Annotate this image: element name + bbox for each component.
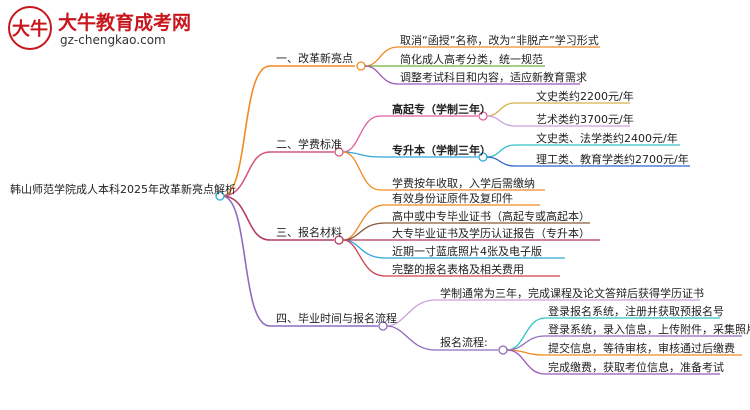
- node-dot-root: [215, 191, 225, 201]
- leaf-process-3: 提交信息，等待审核，审核通过后缴费: [548, 342, 735, 355]
- leaf-material-1: 有效身份证原件及复印件: [392, 192, 513, 205]
- leaf-process-2: 登录系统，录入信息，上传附件，采集照片: [548, 323, 750, 336]
- connector-b2-g2: [342, 151, 478, 158]
- connector-b3-i5: [342, 239, 560, 277]
- logo-title: 大牛教育成考网: [58, 12, 192, 34]
- connector-b1-i1: [364, 46, 600, 67]
- root-topic: 韩山师范学院成人本科2025年改革新亮点解析: [10, 183, 236, 196]
- logo-emblem-icon: 大牛: [8, 6, 52, 50]
- leaf-material-5: 完整的报名表格及相关费用: [392, 263, 524, 276]
- leaf-reform-3: 调整考试科目和内容，适应新教育需求: [400, 71, 587, 84]
- connector-b4-i1: [386, 299, 700, 327]
- node-dot-b1: [356, 61, 366, 71]
- leaf-material-2: 高中或中专毕业证书（高起专或高起本）: [392, 210, 590, 223]
- site-logo: 大牛 大牛教育成考网 gz-chengkao.com: [8, 6, 248, 50]
- group-label-zhuanshengben: 专升本（学制三年）: [392, 144, 491, 157]
- branch-label-tuition: 二、学费标准: [276, 138, 342, 151]
- connector-b2-i1: [342, 151, 545, 191]
- group-label-gaoqizhuan: 高起专（学制三年）: [392, 103, 491, 116]
- leaf-reform-1: 取消“函授”名称，改为“非脱产”学习形式: [400, 34, 599, 47]
- branch-label-graduation: 四、毕业时间与报名流程: [276, 312, 397, 325]
- branch-label-reform: 一、改革新亮点: [276, 52, 353, 65]
- connector-root-b1: [221, 65, 355, 197]
- connector-b4-g1: [386, 325, 498, 351]
- leaf-process-4: 完成缴费，获取考位信息，准备考试: [548, 361, 724, 374]
- connector-b2-g2-i1: [486, 144, 680, 158]
- connector-b2-g1-i2: [486, 115, 630, 127]
- leaf-reform-2: 简化成人高考分类，统一规范: [400, 53, 543, 66]
- leaf-zhuanshengben-1: 文史类、法学类约2400元/年: [536, 132, 678, 145]
- connector-b4-g1-i2: [506, 335, 742, 351]
- logo-url: gz-chengkao.com: [60, 33, 166, 47]
- connector-b4-g1-i4: [506, 349, 720, 375]
- connector-b2-g2-i2: [486, 156, 690, 167]
- leaf-zhuanshengben-2: 理工类、教育学类约2700元/年: [536, 153, 689, 166]
- leaf-graduation-1: 学制通常为三年，完成课程及论文答辩后获得学历证书: [440, 287, 704, 300]
- leaf-tuition-note: 学费按年收取，入学后需缴纳: [392, 177, 535, 190]
- connector-b2-g1-i1: [486, 102, 630, 117]
- leaf-gaoqizhuan-1: 文史类约2200元/年: [536, 90, 634, 103]
- leaf-gaoqizhuan-2: 艺术类约3700元/年: [536, 113, 634, 126]
- group-label-process: 报名流程:: [440, 336, 488, 349]
- leaf-material-3: 大专毕业证书及学历认证报告（专升本）: [392, 227, 590, 240]
- connector-root-b2: [221, 151, 334, 197]
- connector-root-b3: [221, 195, 334, 241]
- connector-root-b4: [221, 195, 378, 327]
- node-dot-b4-g1: [498, 345, 508, 355]
- connector-b1-i3: [364, 65, 580, 85]
- leaf-material-4: 近期一寸蓝底照片4张及电子版: [392, 245, 542, 258]
- leaf-process-1: 登录报名系统，注册并获取预报名号: [548, 305, 724, 318]
- connector-b2-g1: [342, 115, 478, 153]
- branch-label-materials: 三、报名材料: [276, 226, 342, 239]
